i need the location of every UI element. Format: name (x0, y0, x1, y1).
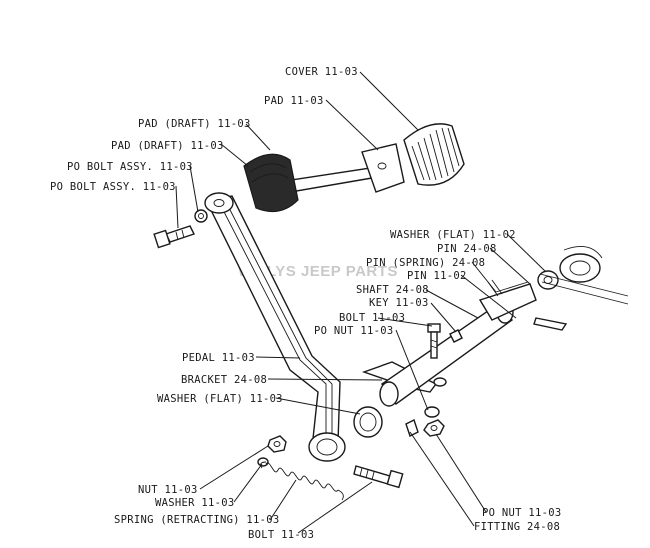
bolt-bottom-part (353, 465, 404, 489)
label-bracket: BRACKET 24-08 (181, 374, 267, 386)
label-key: KEY 11-03 (369, 297, 429, 309)
label-cover: COVER 11-03 (285, 66, 358, 78)
fitting-part (405, 419, 419, 437)
po-nut-top-part (423, 406, 445, 437)
nut-washer-parts (257, 435, 287, 467)
label-po-bolt-assy-2: PO BOLT ASSY. 11-03 (50, 181, 176, 193)
label-bolt-bottom: BOLT 11-03 (248, 529, 314, 541)
pedal-arm (204, 192, 346, 462)
label-pin-spring: PIN (SPRING) 24-08 (366, 257, 485, 269)
bolt-top-part (427, 323, 441, 359)
leader-lines (175, 71, 547, 534)
label-bolt-top: BOLT 11-03 (339, 312, 405, 324)
label-po-nut-bottom: PO NUT 11-03 (482, 507, 561, 519)
label-pedal: PEDAL 11-03 (182, 352, 255, 364)
part-labels: COVER 11-03 PAD 11-03 PAD (DRAFT) 11-03 … (50, 66, 561, 541)
label-fitting: FITTING 24-08 (474, 521, 560, 533)
retracting-spring-part (260, 461, 344, 501)
label-washer-flat-top: WASHER (FLAT) 11-02 (390, 229, 516, 241)
shaft-bracket-part (361, 281, 537, 407)
label-pad-draft-1: PAD (DRAFT) 11-03 (138, 118, 251, 130)
label-po-bolt-assy-1: PO BOLT ASSY. 11-03 (67, 161, 193, 173)
label-spring-retracting: SPRING (RETRACTING) 11-03 (114, 514, 280, 526)
label-pad: PAD 11-03 (264, 95, 324, 107)
cover-part (403, 123, 465, 186)
label-washer-flat-mid: WASHER (FLAT) 11-03 (157, 393, 283, 405)
po-bolt-assy-part (153, 209, 208, 249)
washer-flat-top-part (537, 245, 629, 305)
watermark-text: WILLYS JEEP PARTS (238, 263, 398, 280)
label-pin: PIN 24-08 (437, 243, 497, 255)
label-nut: NUT 11-03 (138, 484, 198, 496)
pad-draft-part (243, 153, 373, 213)
label-shaft: SHAFT 24-08 (356, 284, 429, 296)
label-pin-1102: PIN 11-02 (407, 270, 467, 282)
label-pad-draft-2: PAD (DRAFT) 11-03 (111, 140, 224, 152)
label-washer: WASHER 11-03 (155, 497, 234, 509)
pad-part (361, 143, 405, 193)
washer-flat-mid-part (353, 406, 383, 438)
label-po-nut-top: PO NUT 11-03 (314, 325, 393, 337)
